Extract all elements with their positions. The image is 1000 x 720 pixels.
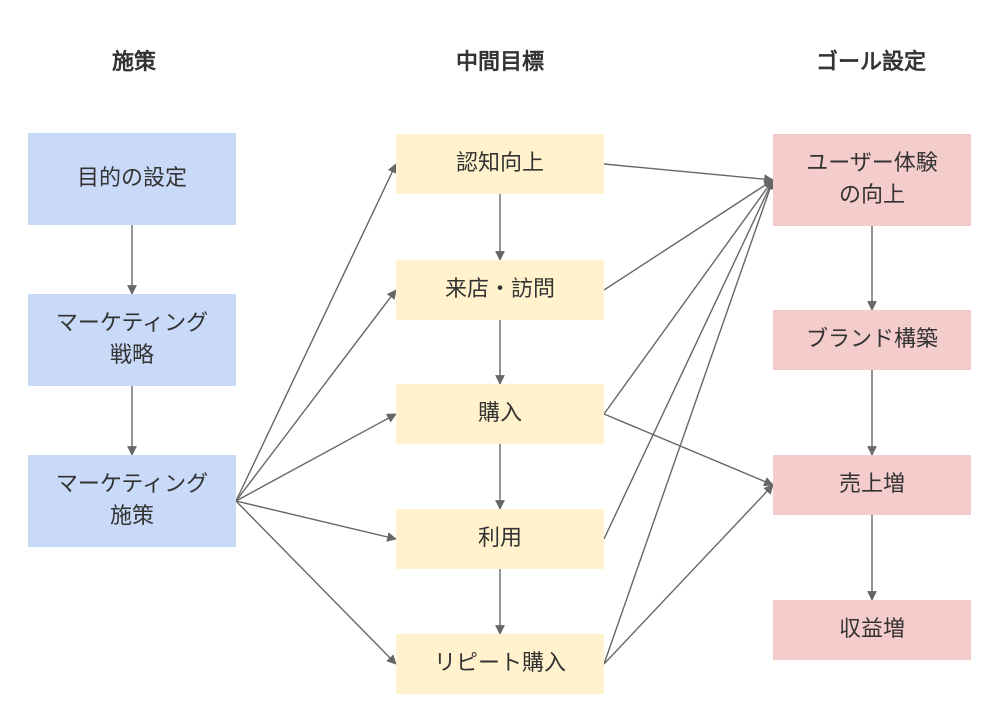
arrow-repeat-to-ux bbox=[603, 179, 775, 665]
column-header-goal-setting: ゴール設定 bbox=[815, 50, 926, 75]
arrow-measures-to-purchase bbox=[235, 413, 397, 502]
node-marketing-strategy: マーケティング 戦略 bbox=[28, 294, 236, 386]
arrow-measures-to-repeat bbox=[235, 500, 397, 665]
node-use: 利用 bbox=[396, 509, 604, 569]
arrow-measures-to-use bbox=[235, 500, 397, 542]
arrow-purchase-to-sales bbox=[603, 413, 774, 487]
arrow-use-to-ux bbox=[603, 179, 774, 540]
node-purchase: 購入 bbox=[396, 384, 604, 444]
node-sales-increase: 売上増 bbox=[773, 455, 971, 515]
arrow-purchase-to-ux bbox=[603, 179, 774, 415]
node-repeat-purchase: リピート購入 bbox=[396, 634, 604, 694]
arrow-visit-to-ux bbox=[603, 179, 774, 291]
node-marketing-measures: マーケティング 施策 bbox=[28, 455, 236, 547]
arrow-awareness-to-ux bbox=[603, 163, 774, 185]
node-profit-increase: 収益増 bbox=[773, 600, 971, 660]
column-header-measures: 施策 bbox=[111, 50, 156, 75]
arrow-measures-to-awareness bbox=[235, 163, 397, 502]
node-brand-building: ブランド構築 bbox=[773, 310, 971, 370]
arrow-repeat-to-sales bbox=[603, 484, 774, 665]
arrow-measures-to-visit bbox=[235, 289, 397, 502]
column-header-intermediate-goals: 中間目標 bbox=[455, 50, 544, 75]
node-user-experience: ユーザー体験 の向上 bbox=[773, 134, 971, 226]
node-visit: 来店・訪問 bbox=[396, 260, 604, 320]
node-purpose-setting: 目的の設定 bbox=[28, 133, 236, 225]
node-awareness: 認知向上 bbox=[396, 134, 604, 194]
